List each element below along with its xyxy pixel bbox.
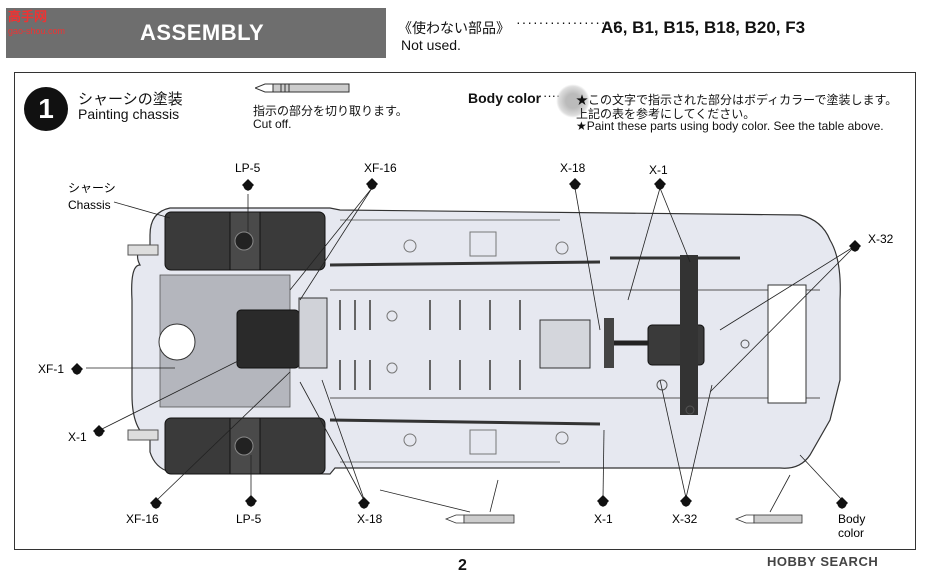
callout-body-color-1: Body (838, 512, 865, 526)
body-color-note-line2: 上記の表を参考にしてください。 (576, 107, 756, 121)
chassis-hole (158, 323, 196, 361)
transmission-box (539, 319, 591, 369)
callout-x32-bottom: X-32 (672, 512, 698, 526)
not-used-label-en: Not used. (401, 37, 461, 53)
not-used-label-jp: 《使わない部品》 (398, 20, 510, 36)
callout-xf16-bottom: XF-16 (126, 512, 159, 526)
callout-x1-top: X-1 (649, 163, 668, 177)
step-title-jp: シャーシの塗装 (78, 91, 183, 108)
chassis-outline (131, 207, 841, 475)
step-number-badge: 1 (24, 87, 68, 131)
step-title-en: Painting chassis (78, 106, 180, 122)
rear-tray (767, 284, 807, 404)
callout-xf1-left: XF-1 (38, 362, 64, 376)
watermark-logo: 高手网 (8, 9, 48, 24)
watermark-logo-sub: gao-shou.com (8, 26, 66, 36)
body-color-label: Body color (468, 90, 542, 106)
cut-note-en: Cut off. (253, 117, 292, 131)
body-color-note-line1: ★この文字で指示された部分はボディカラーで塗装します。 (576, 93, 898, 107)
callout-x18-bottom: X-18 (357, 512, 383, 526)
cut-note-jp: 指示の部分を切り取ります。 (253, 104, 408, 118)
callout-x1-left: X-1 (68, 430, 87, 444)
callout-lp5-bottom: LP-5 (236, 512, 262, 526)
callout-lp5-top: LP-5 (235, 161, 261, 175)
callout-x1-bottom: X-1 (594, 512, 613, 526)
callout-x32-right: X-32 (868, 232, 894, 246)
body-color-note-line3: ★Paint these parts using body color. See… (576, 119, 884, 133)
engine-block (236, 309, 300, 369)
callout-xf16-top: XF-16 (364, 161, 397, 175)
section-title: ASSEMBLY (140, 20, 265, 45)
hobby-knife-icon (255, 83, 350, 93)
chassis-label-en: Chassis (68, 198, 111, 212)
not-used-dots: ·················· (516, 14, 618, 30)
header-bar (6, 8, 386, 58)
callout-x18-top: X-18 (560, 161, 586, 175)
chassis-label-jp: シャーシ (68, 181, 116, 195)
step-frame (14, 72, 916, 550)
body-color-spot-icon (556, 84, 590, 118)
page-number: 2 (458, 557, 467, 574)
not-used-parts: A6, B1, B15, B18, B20, F3 (601, 18, 806, 37)
watermark-hobby-search: HOBBY SEARCH (767, 554, 879, 569)
callout-body-color-2: color (838, 526, 864, 540)
